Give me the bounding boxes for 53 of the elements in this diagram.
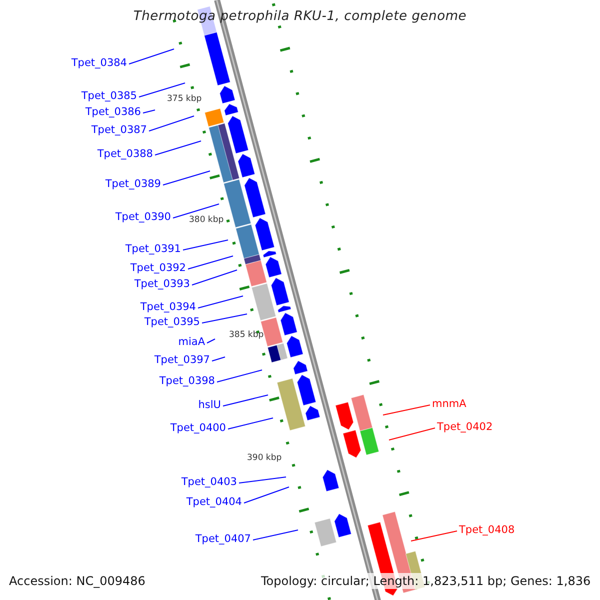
gene-label: Tpet_0390 bbox=[115, 211, 171, 224]
leader-line bbox=[238, 476, 286, 484]
gene-label: Tpet_0400 bbox=[170, 422, 226, 435]
gene-label: Tpet_0403 bbox=[181, 476, 237, 489]
gene-label: Tpet_0391 bbox=[125, 243, 181, 256]
leader-line bbox=[138, 82, 186, 98]
scale-label: 385 kbp bbox=[229, 330, 264, 340]
leader-line bbox=[252, 530, 298, 540]
gene-label: Tpet_0394 bbox=[140, 301, 196, 314]
leader-line bbox=[182, 240, 228, 250]
leader-line bbox=[162, 170, 210, 186]
gene-label: Tpet_0386 bbox=[85, 106, 141, 119]
footer-text: Accession: NC_009486 bbox=[7, 573, 148, 589]
leader-line bbox=[216, 370, 262, 382]
footer-text: Topology: circular; Length: 1,823,511 bp; Genes: 1,836 bbox=[259, 573, 593, 589]
leader-line bbox=[198, 296, 244, 308]
gene-label: Tpet_0392 bbox=[130, 262, 186, 275]
leader-line bbox=[142, 110, 156, 114]
gene-label: Tpet_0384 bbox=[71, 57, 127, 70]
gene-label: Tpet_0387 bbox=[91, 124, 147, 137]
leader-line bbox=[228, 418, 274, 430]
leader-line bbox=[206, 338, 216, 344]
scale-label: 375 kbp bbox=[167, 94, 202, 104]
gene-label: Tpet_0397 bbox=[154, 354, 210, 367]
gene-label: Tpet_0402 bbox=[437, 421, 493, 434]
leader-line bbox=[188, 256, 234, 270]
gene-label: Tpet_0404 bbox=[186, 496, 242, 509]
leader-line bbox=[128, 48, 174, 64]
leader-line bbox=[410, 530, 458, 542]
leader-line bbox=[172, 204, 220, 218]
gene-label: Tpet_0408 bbox=[459, 524, 515, 537]
leader-line bbox=[192, 270, 238, 286]
gene-label: Tpet_0393 bbox=[134, 278, 190, 291]
gene-label: Tpet_0398 bbox=[159, 375, 215, 388]
scale-label: 380 kbp bbox=[189, 215, 224, 225]
leader-line bbox=[212, 356, 226, 362]
leader-line bbox=[244, 486, 290, 504]
gene-label: miaA bbox=[178, 336, 205, 349]
leader-line bbox=[202, 314, 248, 324]
gene-label: hslU bbox=[198, 399, 221, 412]
leader-line bbox=[222, 394, 268, 406]
leader-line bbox=[382, 404, 430, 416]
gene-label: Tpet_0389 bbox=[105, 178, 161, 191]
gene-label: Tpet_0395 bbox=[144, 316, 200, 329]
gene-label: mnmA bbox=[432, 398, 466, 411]
leader-line bbox=[148, 116, 194, 132]
title: Thermotoga petrophila RKU-1, complete genome bbox=[132, 9, 468, 24]
leader-line bbox=[388, 428, 436, 440]
leader-line bbox=[154, 140, 202, 156]
gene-label: Tpet_0388 bbox=[97, 148, 153, 161]
scale-label: 390 kbp bbox=[247, 453, 282, 463]
gene-label: Tpet_0385 bbox=[81, 90, 137, 103]
gene-label: Tpet_0407 bbox=[195, 533, 251, 546]
